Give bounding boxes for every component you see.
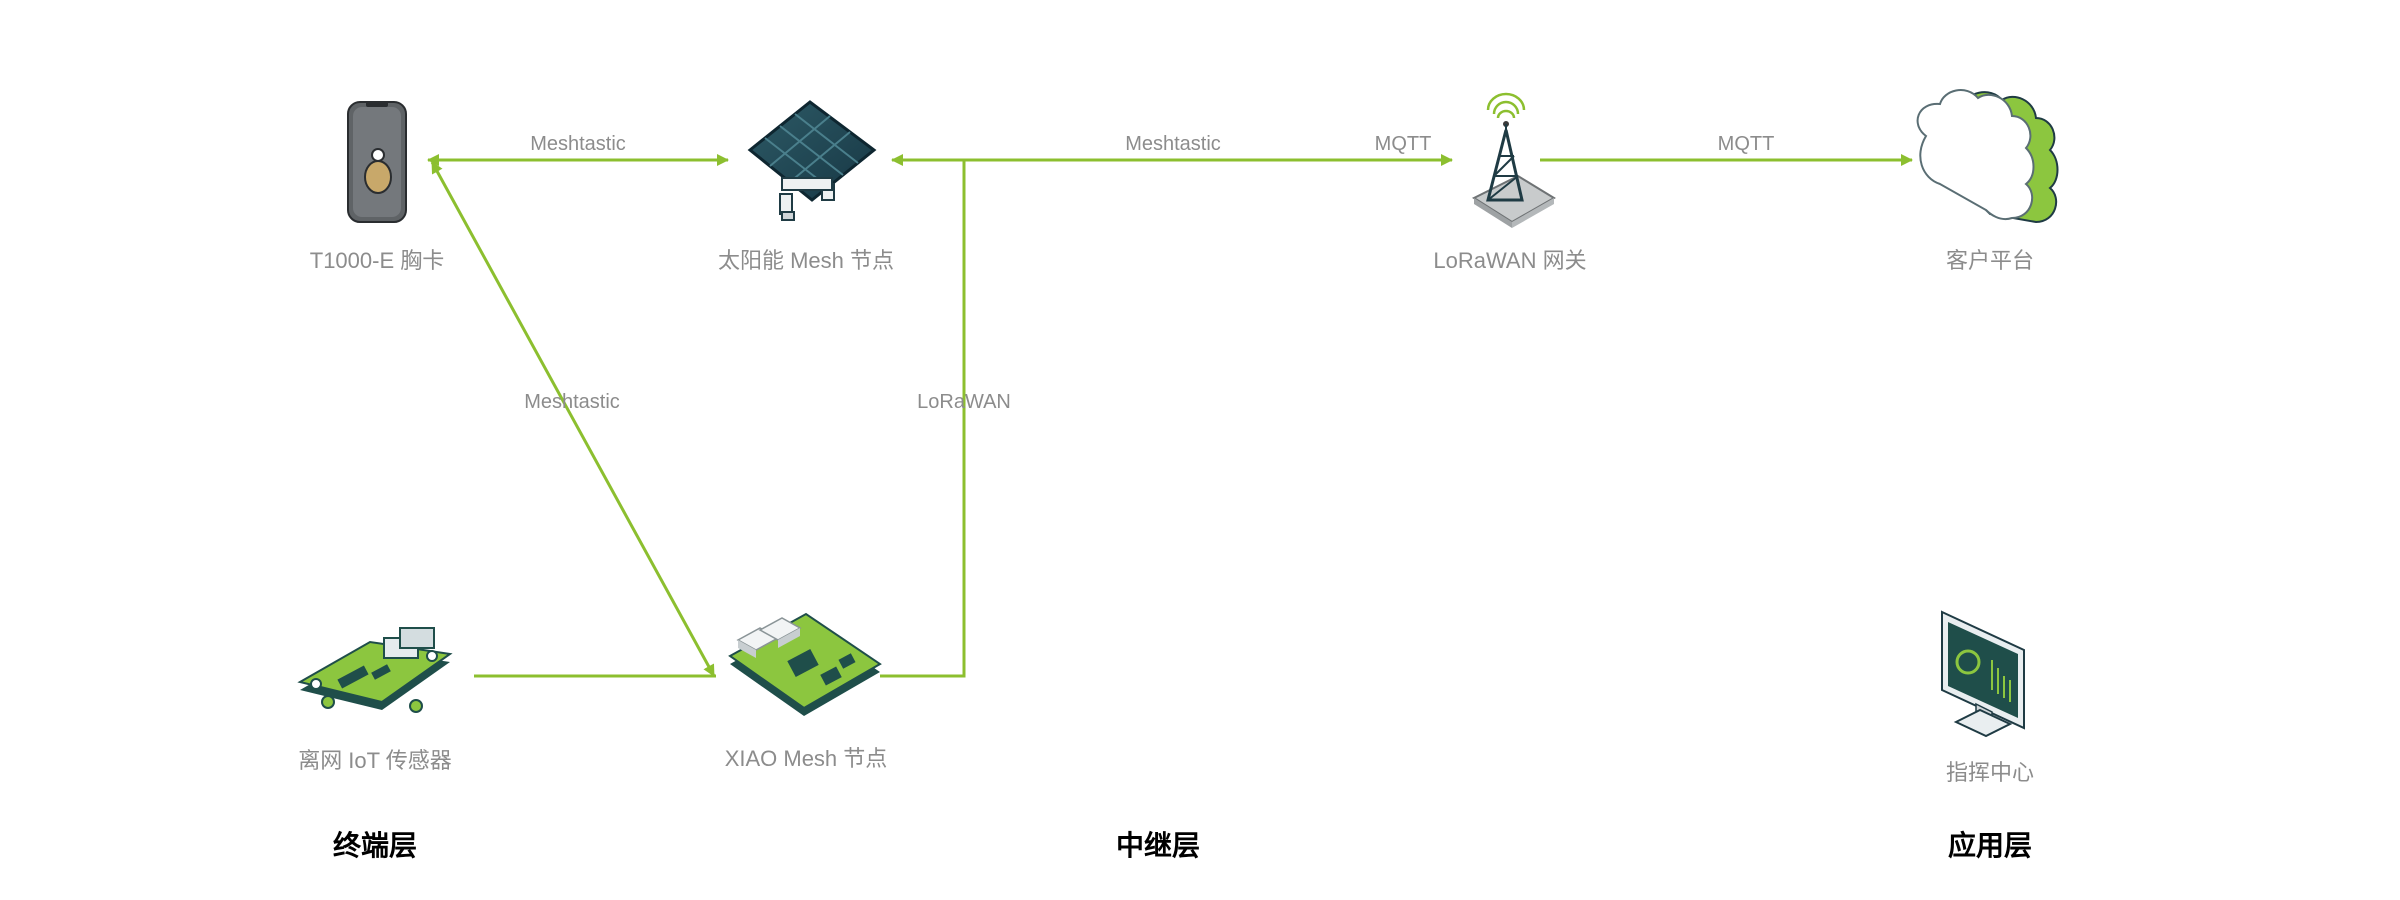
monitor-icon — [1941, 610, 2025, 738]
edge-label-solar-gateway: Meshtastic — [1125, 133, 1221, 155]
solar-panel-icon — [747, 100, 877, 221]
edge-label-xiao-gateway: LoRaWAN — [917, 391, 1011, 413]
edge-label-badge-solar: Meshtastic — [530, 133, 626, 155]
edge-label-gateway-mqtt-in: MQTT — [1375, 133, 1432, 155]
node-label-sensor: 离网 IoT 传感器 — [298, 748, 452, 773]
edge-label-gateway-cloud: MQTT — [1718, 133, 1775, 155]
node-label-solar: 太阳能 Mesh 节点 — [718, 248, 894, 273]
edge-xiao-gateway — [880, 160, 966, 678]
badge-device-icon — [347, 101, 407, 223]
sensor-board-icon — [297, 627, 453, 713]
xiao-board-icon — [728, 612, 882, 716]
layer-labels: 终端层 中继层 应用层 — [333, 829, 2032, 861]
node-label-monitor: 指挥中心 — [1946, 760, 2034, 785]
cloud-icon — [1916, 89, 2059, 224]
node-label-xiao: XIAO Mesh 节点 — [725, 746, 888, 771]
node-label-cloud: 客户平台 — [1946, 248, 2034, 273]
gateway-tower-icon — [1471, 92, 1556, 228]
node-label-badge: T1000-E 胸卡 — [310, 248, 445, 273]
layer-label-relay: 中继层 — [1116, 829, 1200, 861]
edge-labels: Meshtastic Meshtastic MQTT MQTT Meshtast… — [524, 133, 1774, 413]
layer-label-application: 应用层 — [1948, 829, 2032, 861]
edge-badge-xiao — [430, 161, 716, 677]
edge-label-badge-xiao: Meshtastic — [524, 391, 620, 413]
edges — [427, 154, 1913, 678]
node-label-gateway: LoRaWAN 网关 — [1433, 248, 1586, 273]
layer-label-terminal: 终端层 — [333, 830, 417, 861]
